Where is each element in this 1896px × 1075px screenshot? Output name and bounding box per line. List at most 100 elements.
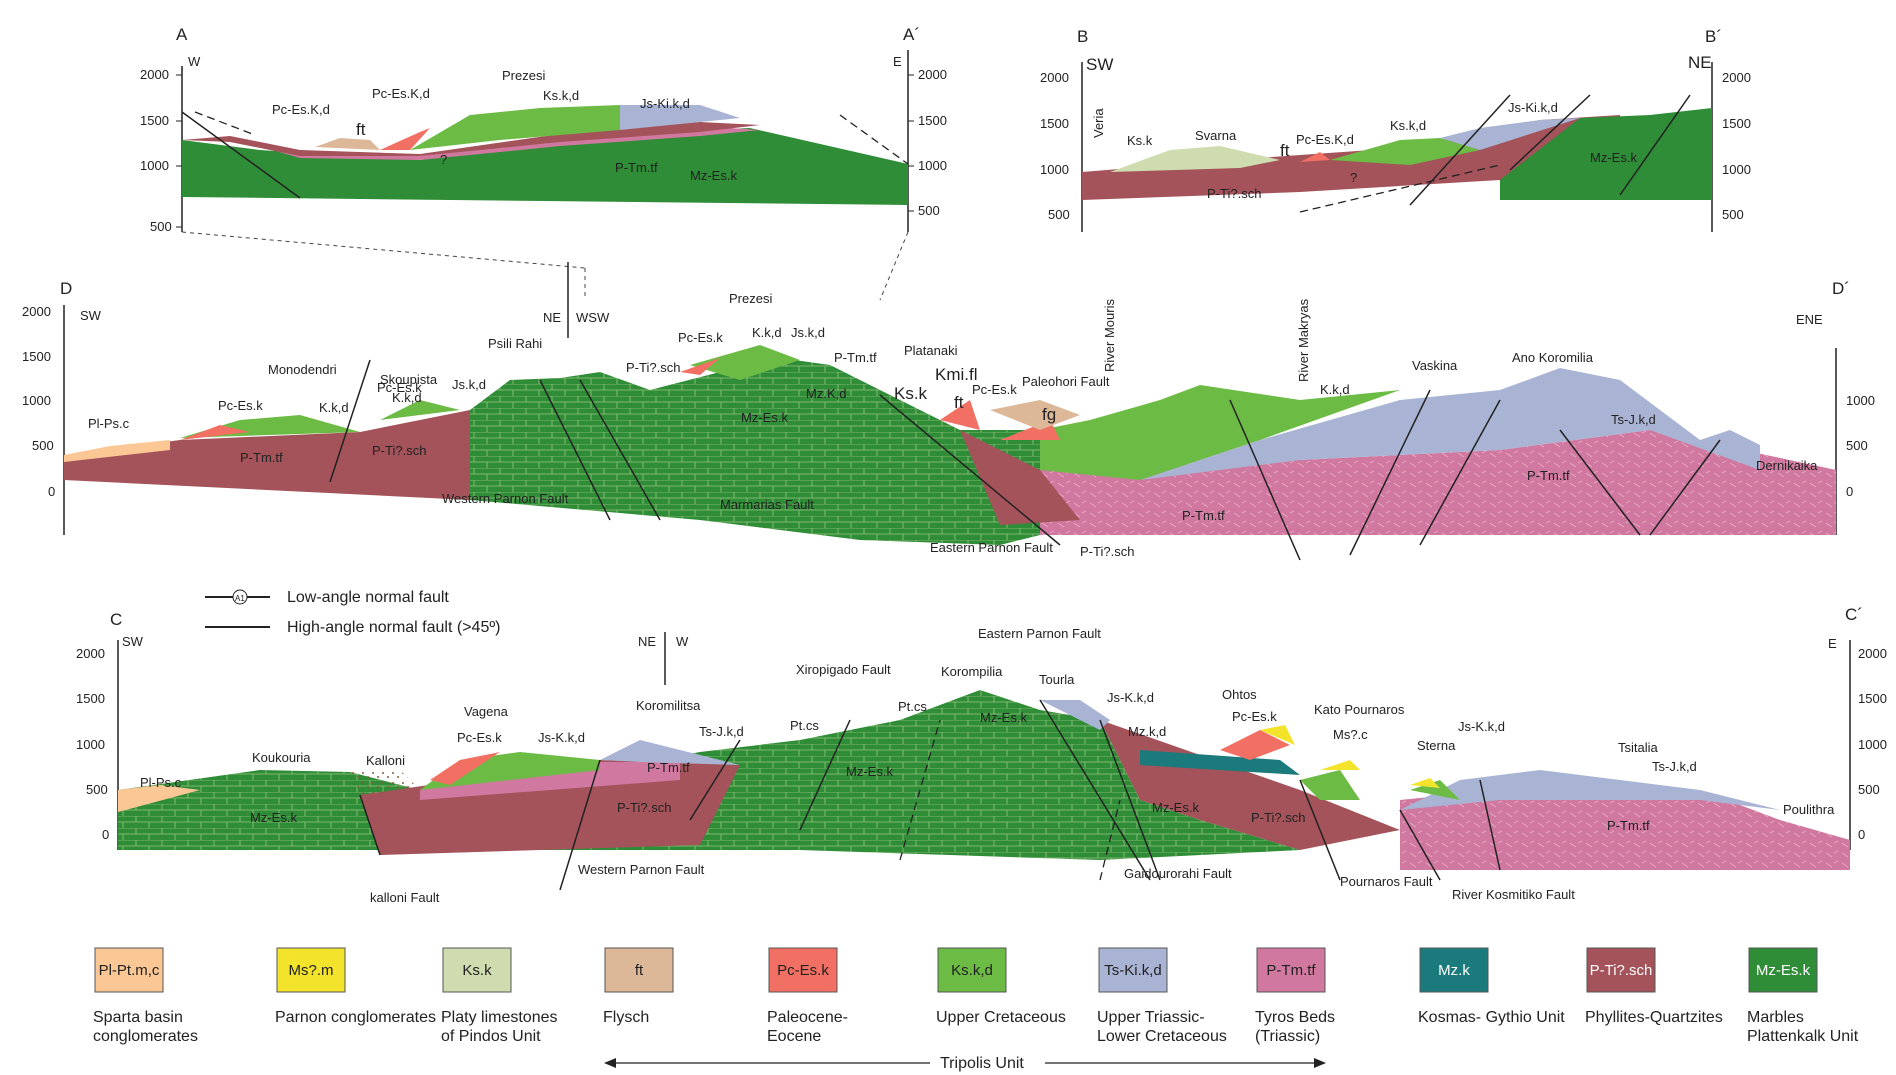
legend-code-8: Mz.k xyxy=(1438,962,1470,979)
aa-tick-r-500: 500 xyxy=(918,203,940,218)
dd-label-2: Psili Rahi xyxy=(488,336,542,351)
bb-pallide-layer xyxy=(1440,118,1580,150)
aa-label-3: Prezesi xyxy=(502,68,545,83)
dd-label-17: P-Tm.tf xyxy=(240,450,283,465)
dd-tick-l-1500: 1500 xyxy=(22,349,51,364)
dd-paleocene-west xyxy=(180,358,720,440)
dd-label-3: Prezesi xyxy=(729,291,772,306)
cc-label-9: Ts-J.k,d xyxy=(699,724,744,739)
legend-code-0: Pl-Pt.m,c xyxy=(99,962,160,979)
aa-label-5: Js-Ki.k,d xyxy=(640,96,690,111)
section-cc-end: C´ xyxy=(1845,605,1863,624)
legend-swatch-3 xyxy=(604,947,674,993)
cc-label-33: River Kosmitiko Fault xyxy=(1452,887,1575,902)
cc-label-5: Vagena xyxy=(464,704,509,719)
cc-label-35: Ts-J.k,d xyxy=(1652,759,1697,774)
section-cc-right-ticks: 2000 1500 1000 500 0 xyxy=(1858,646,1887,842)
legend-code-9: P-Ti?.sch xyxy=(1590,962,1653,979)
legend-code-1: Ms?.m xyxy=(289,962,334,979)
aa-label-8: ? xyxy=(440,152,447,167)
section-bb-end: B´ xyxy=(1705,27,1722,46)
bb-tick-l-1000: 1000 xyxy=(1040,162,1069,177)
dd-label-5: River Mouris xyxy=(1102,299,1117,372)
bb-label-5: Ks.k,d xyxy=(1390,118,1426,133)
cc-label-27: Kato Pournaros xyxy=(1314,702,1405,717)
cc-label-2: Mz-Es.k xyxy=(250,810,297,825)
dd-tick-r-0: 0 xyxy=(1846,484,1853,499)
dd-label-6: River Makryas xyxy=(1296,298,1311,382)
dd-label-15: Js.k,d xyxy=(452,377,486,392)
dd-label-34: P-Ti?.sch xyxy=(1080,544,1134,559)
cc-label-13: Xiropigado Fault xyxy=(796,662,891,677)
bb-label-6: Js-Ki.k,d xyxy=(1508,100,1558,115)
dd-phyllite-layer xyxy=(64,410,470,500)
cc-paleocene-west xyxy=(430,752,500,785)
cc-pivot-left: NE xyxy=(638,634,656,649)
aa-tick-l-1500: 1500 xyxy=(140,113,169,128)
cc-pallide-east xyxy=(1400,770,1780,810)
cc-label-34: Tsitalia xyxy=(1618,740,1659,755)
dd-label-19: P-Ti?.sch xyxy=(626,360,680,375)
dd-pallide-east xyxy=(1140,368,1760,480)
dd-label-35: P-Tm.tf xyxy=(1182,508,1225,523)
aa-paleocene-layer xyxy=(380,128,430,150)
dd-label-16: P-Ti?.sch xyxy=(372,443,426,458)
cc-label-37: Poulithra xyxy=(1783,802,1835,817)
bb-tick-l-500: 500 xyxy=(1048,207,1070,222)
dd-label-29: Pc-Es.k xyxy=(972,382,1017,397)
dd-label-25: Mz.K,d xyxy=(806,386,846,401)
bb-label-2: Svarna xyxy=(1195,128,1237,143)
dd-tick-l-2000: 2000 xyxy=(22,304,51,319)
aa-flysch-layer xyxy=(315,138,380,150)
cc-tick-l-0: 0 xyxy=(102,827,109,842)
aa-label-4: Ks.k,d xyxy=(543,88,579,103)
legend-desc-7-1: (Triassic) xyxy=(1255,1028,1320,1045)
dd-label-4: Platanaki xyxy=(904,343,958,358)
legend-swatch-6 xyxy=(1098,947,1168,993)
legend-code-7: P-Tm.tf xyxy=(1266,962,1316,979)
dd-tyros-east-texture xyxy=(1040,430,1836,535)
cc-label-18: Eastern Parnon Fault xyxy=(978,626,1101,641)
dd-label-13: Pc-Es.k xyxy=(377,380,422,395)
dd-label-7: Vaskina xyxy=(1412,358,1458,373)
cc-parnon-east xyxy=(1260,725,1440,788)
cc-label-20: Mz-Es.k xyxy=(980,710,1027,725)
legend-code-5: Ks.k,d xyxy=(951,962,993,979)
aa-uppercret-layer xyxy=(410,105,620,150)
bb-marble-layer xyxy=(1500,108,1712,200)
cc-label-25: Ohtos xyxy=(1222,687,1257,702)
bb-platy-layer xyxy=(1110,146,1280,172)
dd-label-8: Ano Koromilia xyxy=(1512,350,1594,365)
tripolis-unit-label: Tripolis Unit xyxy=(940,1055,1024,1072)
cc-label-29: P-Ti?.sch xyxy=(1251,810,1305,825)
bb-tick-l-1500: 1500 xyxy=(1040,116,1069,131)
legend-code-6: Ts-Ki.k,d xyxy=(1104,962,1162,979)
legend-desc-0-0: Sparta basin xyxy=(93,1009,183,1026)
cc-tick-r-1500: 1500 xyxy=(1858,691,1887,706)
legend-desc-6-1: Lower Cretaceous xyxy=(1097,1028,1227,1045)
dd-label-21: K.k,d xyxy=(752,325,782,340)
section-dd-left-ticks: 2000 1500 1000 500 0 xyxy=(22,304,55,499)
dd-label-33: Eastern Parnon Fault xyxy=(930,540,1053,555)
aa-tick-l-2000: 2000 xyxy=(140,67,169,82)
cc-label-16: Mz-Es.k xyxy=(846,764,893,779)
dd-label-24: Mz-Es.k xyxy=(741,410,788,425)
bb-label-7: Mz-Es.k xyxy=(1590,150,1637,165)
cc-pivot-right: W xyxy=(676,634,689,649)
fault-legend: A1 Low-angle normal fault High-angle nor… xyxy=(205,589,501,636)
cc-paleocene-east xyxy=(1220,730,1290,760)
section-bb-start: B xyxy=(1077,27,1088,46)
legend-desc-4-1: Eocene xyxy=(767,1028,821,1045)
cc-label-31: Sterna xyxy=(1417,738,1456,753)
legend-desc-8-0: Kosmas- Gythio Unit xyxy=(1418,1009,1565,1026)
section-cc-start: C xyxy=(110,610,122,629)
aa-label-6: P-Tm.tf xyxy=(615,160,658,175)
cc-label-11: P-Ti?.sch xyxy=(617,800,671,815)
aa-label-1: Pc-Es.K,d xyxy=(372,86,430,101)
cc-label-0: Koukouria xyxy=(252,750,311,765)
section-dd-right-dir: ENE xyxy=(1796,312,1823,327)
aa-label-7: Mz-Es.k xyxy=(690,168,737,183)
legend-desc-6-0: Upper Triassic- xyxy=(1097,1009,1205,1026)
legend-swatch-10 xyxy=(1748,947,1818,993)
